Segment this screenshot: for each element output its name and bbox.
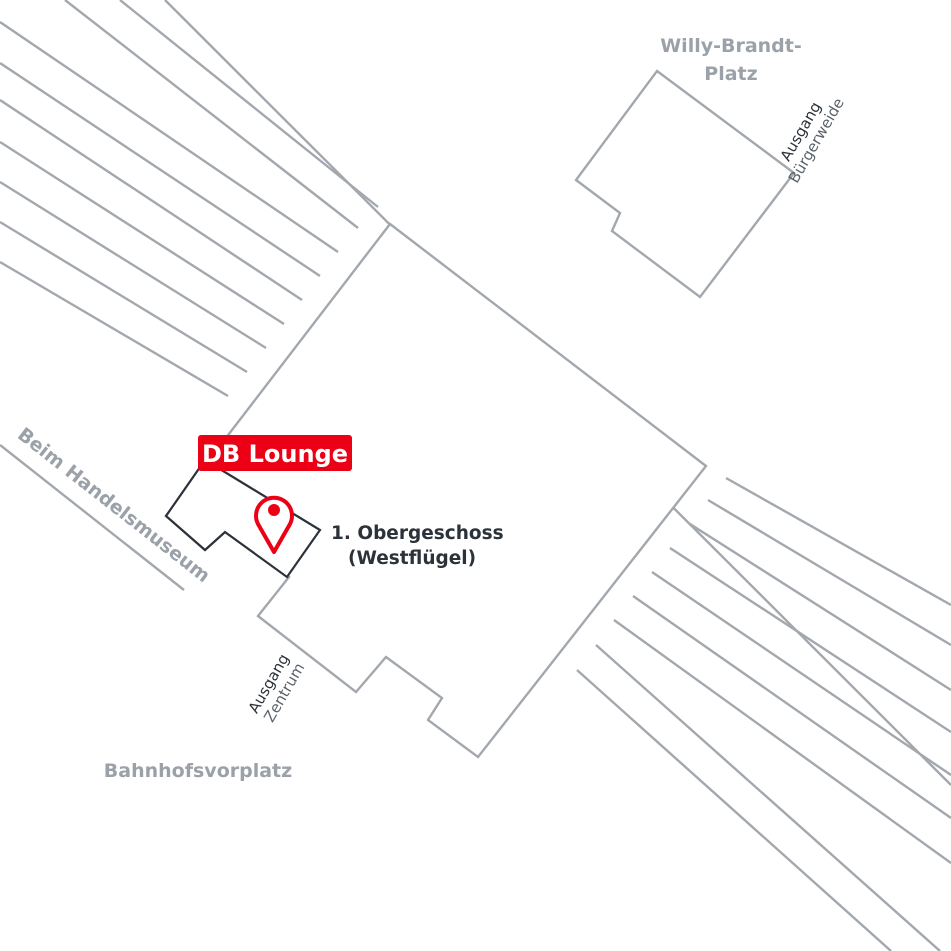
lounge-badge[interactable]: DB Lounge bbox=[198, 435, 352, 471]
track-line bbox=[119, 0, 379, 208]
track-line bbox=[0, 62, 321, 277]
lounge-badge-label: DB Lounge bbox=[202, 440, 348, 468]
track-line bbox=[576, 669, 892, 951]
track-line bbox=[0, 21, 339, 253]
track-line bbox=[0, 140, 285, 326]
track-line bbox=[613, 619, 951, 864]
tracks-southeast bbox=[576, 476, 951, 951]
square-label-line1: Willy-Brandt- bbox=[660, 35, 802, 57]
track-line bbox=[632, 595, 951, 819]
floor-label-line2: (Westflügel) bbox=[348, 548, 476, 569]
track-line bbox=[0, 260, 229, 398]
square-label-line2: Platz bbox=[704, 63, 757, 85]
north-building bbox=[574, 69, 796, 299]
track-line bbox=[651, 571, 951, 776]
track-line bbox=[64, 0, 359, 229]
track-line bbox=[707, 498, 951, 647]
track-line bbox=[0, 220, 248, 374]
track-line bbox=[0, 98, 303, 302]
track-line bbox=[595, 644, 941, 951]
map-pin-icon[interactable] bbox=[254, 495, 294, 554]
lounge-badge-background bbox=[198, 435, 352, 471]
street-line bbox=[0, 444, 185, 591]
lounge-area bbox=[164, 458, 322, 579]
forecourt-label: Bahnhofsvorplatz bbox=[104, 760, 292, 782]
track-line bbox=[689, 522, 951, 692]
floor-label-line1: 1. Obergeschoss bbox=[331, 523, 504, 544]
exit-label-south: Ausgang Zentrum bbox=[245, 651, 309, 726]
track-line bbox=[725, 476, 951, 607]
track-line bbox=[669, 546, 951, 734]
track-line bbox=[0, 180, 267, 350]
